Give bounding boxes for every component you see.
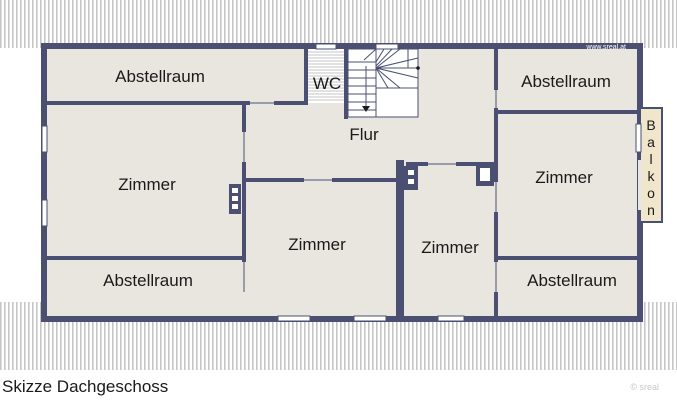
balkon-letter-6: n <box>647 202 655 218</box>
balkon-letter-2: a <box>647 134 655 150</box>
chimney-left-hole-2 <box>232 196 238 201</box>
room-label-flur: Flur <box>349 125 379 144</box>
windows <box>41 43 642 322</box>
window-bottom-3 <box>437 315 465 322</box>
balkon-letter-3: l <box>649 151 652 167</box>
door-marks <box>243 90 497 292</box>
window-left-upper <box>41 125 48 153</box>
window-bottom-2 <box>353 315 387 322</box>
room-label-abstellraum-bottom-right: Abstellraum <box>527 271 617 290</box>
balkon-letter-4: k <box>648 168 656 184</box>
window-top-center <box>315 43 337 50</box>
room-label-abstellraum-top-right: Abstellraum <box>521 72 611 91</box>
window-bottom-1 <box>277 315 311 322</box>
room-label-abstellraum-top-left: Abstellraum <box>115 67 205 86</box>
wc-tiles <box>308 51 344 101</box>
window-right <box>635 123 642 153</box>
plan-caption: Skizze Dachgeschoss <box>2 377 169 396</box>
chimney-mid-hole-2 <box>408 179 414 184</box>
staircase <box>347 48 420 118</box>
chimney-mid-hole-1 <box>408 170 414 175</box>
chimney-left-hole-3 <box>232 204 238 209</box>
room-label-balkon: B a l k o n <box>646 117 655 218</box>
balkon-letter-5: o <box>647 185 655 201</box>
window-top-stair <box>375 43 399 50</box>
room-label-abstellraum-bottom-left: Abstellraum <box>103 271 193 290</box>
room-label-zimmer-center-right: Zimmer <box>421 238 479 257</box>
chimney-mid <box>404 166 418 190</box>
room-label-zimmer-left: Zimmer <box>118 175 176 194</box>
chimney-left-hole-1 <box>232 188 238 193</box>
room-label-zimmer-right: Zimmer <box>535 168 593 187</box>
room-label-wc: WC <box>313 74 341 93</box>
room-label-zimmer-center: Zimmer <box>288 235 346 254</box>
watermark-text: www.sreal.at <box>585 44 626 51</box>
shaft-inner <box>480 168 490 181</box>
roof-hatch-top <box>0 0 677 48</box>
window-left-lower <box>41 199 48 227</box>
balkon-letter-1: B <box>646 117 655 133</box>
floor-plan: www.sreal.at Abstellraum WC Flur Abstell… <box>0 0 677 370</box>
corner-watermark: © sreal <box>630 382 659 392</box>
